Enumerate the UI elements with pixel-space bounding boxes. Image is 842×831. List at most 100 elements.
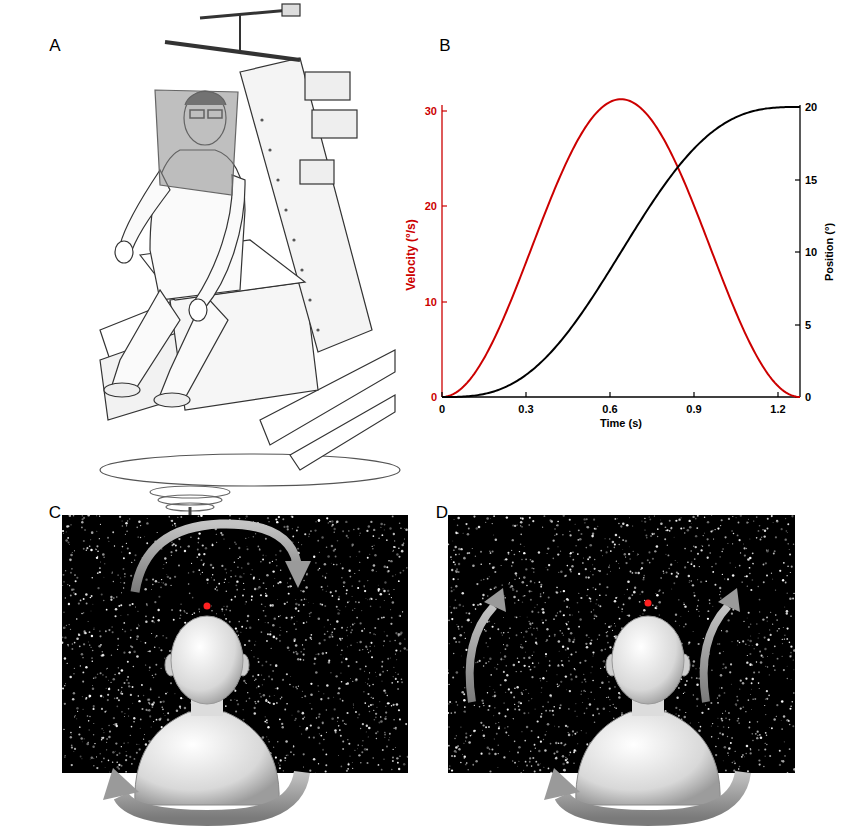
star-dot bbox=[136, 639, 137, 640]
star-dot bbox=[64, 636, 66, 638]
star-dot bbox=[400, 572, 402, 574]
star-dot bbox=[361, 745, 363, 747]
star-dot bbox=[691, 580, 692, 581]
star-dot bbox=[129, 518, 130, 519]
star-dot bbox=[165, 693, 167, 695]
star-dot bbox=[206, 578, 209, 581]
star-dot bbox=[247, 562, 250, 565]
star-dot bbox=[547, 723, 550, 726]
star-dot bbox=[145, 621, 148, 624]
star-dot bbox=[545, 567, 547, 569]
star-dot bbox=[265, 606, 266, 607]
star-dot bbox=[84, 529, 86, 531]
star-dot bbox=[753, 671, 755, 673]
star-dot bbox=[381, 534, 383, 536]
velocity-axis bbox=[441, 105, 442, 397]
axis-tick bbox=[777, 392, 778, 397]
star-dot bbox=[346, 535, 348, 537]
star-dot bbox=[358, 580, 360, 582]
star-dot bbox=[179, 706, 181, 708]
star-dot bbox=[296, 653, 299, 656]
star-dot bbox=[318, 519, 320, 521]
star-dot bbox=[401, 681, 403, 683]
motor-box bbox=[312, 110, 357, 138]
star-dot bbox=[145, 709, 147, 711]
star-dot bbox=[96, 545, 98, 547]
star-dot bbox=[347, 739, 348, 740]
star-dot bbox=[258, 586, 260, 588]
star-dot bbox=[688, 579, 690, 581]
star-dot bbox=[531, 634, 533, 636]
star-dot bbox=[720, 674, 723, 677]
star-dot bbox=[345, 658, 347, 660]
star-dot bbox=[374, 719, 376, 721]
star-dot bbox=[277, 741, 278, 742]
star-dot bbox=[581, 730, 582, 731]
star-dot bbox=[316, 654, 317, 655]
star-dot bbox=[793, 768, 795, 770]
star-dot bbox=[278, 616, 280, 618]
star-dot bbox=[128, 715, 129, 716]
star-dot bbox=[190, 536, 192, 538]
star-dot bbox=[313, 736, 315, 738]
star-dot bbox=[127, 614, 128, 615]
star-dot bbox=[286, 525, 288, 527]
star-dot bbox=[500, 652, 501, 653]
star-dot bbox=[325, 652, 327, 654]
star-dot bbox=[243, 680, 245, 682]
star-dot bbox=[238, 547, 240, 549]
star-dot bbox=[63, 611, 64, 612]
star-dot bbox=[230, 576, 231, 577]
star-dot bbox=[114, 698, 116, 700]
star-dot bbox=[310, 693, 313, 696]
star-dot bbox=[340, 735, 342, 737]
star-dot bbox=[71, 744, 73, 746]
star-dot bbox=[372, 546, 373, 547]
star-dot bbox=[359, 668, 361, 670]
star-dot bbox=[374, 646, 375, 647]
star-dot bbox=[487, 595, 488, 596]
star-dot bbox=[347, 601, 349, 603]
star-dot bbox=[343, 581, 346, 584]
pedestal-ring bbox=[150, 486, 230, 498]
star-dot bbox=[507, 552, 509, 554]
motor-box bbox=[300, 160, 334, 184]
star-dot bbox=[338, 596, 340, 598]
star-dot bbox=[198, 538, 200, 540]
star-dot bbox=[266, 719, 268, 721]
star-dot bbox=[213, 579, 215, 581]
star-dot bbox=[318, 716, 320, 718]
star-dot bbox=[465, 619, 467, 621]
star-dot bbox=[389, 737, 391, 739]
star-dot bbox=[370, 521, 372, 523]
star-dot bbox=[325, 577, 327, 579]
star-dot bbox=[353, 529, 354, 530]
star-dot bbox=[348, 570, 350, 572]
star-dot bbox=[113, 678, 115, 680]
star-dot bbox=[128, 685, 130, 687]
star-dot bbox=[303, 753, 305, 755]
star-dot bbox=[305, 639, 307, 641]
star-dot bbox=[255, 703, 257, 705]
star-dot bbox=[300, 659, 302, 661]
star-dot bbox=[96, 557, 98, 559]
star-dot bbox=[159, 647, 160, 648]
star-dot bbox=[71, 764, 73, 766]
star-dot bbox=[720, 591, 721, 592]
star-dot bbox=[298, 686, 299, 687]
star-dot bbox=[291, 585, 292, 586]
star-dot bbox=[163, 564, 164, 565]
star-dot bbox=[215, 588, 217, 590]
star-dot bbox=[99, 561, 101, 563]
star-dot bbox=[654, 550, 656, 552]
star-dot bbox=[288, 649, 290, 651]
star-dot bbox=[79, 645, 81, 647]
star-dot bbox=[570, 632, 572, 634]
star-dot bbox=[337, 721, 338, 722]
star-dot bbox=[337, 645, 338, 646]
star-dot bbox=[154, 636, 156, 638]
star-dot bbox=[322, 721, 324, 723]
star-dot bbox=[108, 629, 110, 631]
star-dot bbox=[350, 677, 352, 679]
star-dot bbox=[352, 681, 353, 682]
